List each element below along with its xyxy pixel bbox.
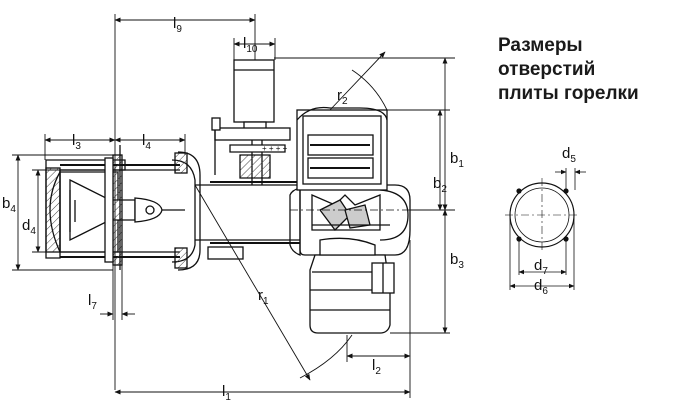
label-r2: r2 xyxy=(337,87,348,107)
label-d5: d5 xyxy=(562,145,576,165)
label-l4: l4 xyxy=(142,132,151,152)
label-l9: l9 xyxy=(173,15,182,35)
air-box xyxy=(296,106,388,191)
label-r1: r1 xyxy=(258,287,269,307)
label-d4: d4 xyxy=(22,217,36,237)
label-b3: b3 xyxy=(450,251,464,271)
label-l1: l1 xyxy=(222,383,231,401)
holes-dimensions-title: Размеры отверстий плиты горелки xyxy=(498,34,639,106)
label-b1: b1 xyxy=(450,150,464,170)
burner-plate-holes-detail xyxy=(505,168,586,290)
fan-motor xyxy=(309,237,395,334)
label-b2: b2 xyxy=(433,175,447,195)
label-l10: l10 xyxy=(243,35,258,55)
label-b4: b4 xyxy=(2,195,16,215)
air-damper-servo: + + + + xyxy=(211,59,291,185)
dimension-lines xyxy=(12,14,455,398)
title-line-3: плиты горелки xyxy=(498,83,639,104)
label-d6: d6 xyxy=(534,277,548,297)
burner-housing xyxy=(171,151,300,271)
label-l2: l2 xyxy=(372,357,381,377)
burner-body: + + + + xyxy=(45,59,420,334)
title-line-2: отверстий xyxy=(498,59,596,80)
nozzle-assembly xyxy=(69,178,185,242)
label-l3: l3 xyxy=(72,132,81,152)
svg-text:+ + + +: + + + + xyxy=(262,144,288,153)
dimension-labels: l9 l10 l3 l4 l7 l1 l2 r2 r1 b1 b2 b3 b4 … xyxy=(2,15,576,403)
label-l7: l7 xyxy=(88,292,97,312)
title-line-1: Размеры xyxy=(498,35,583,56)
mounting-flange xyxy=(104,145,123,270)
label-d7: d7 xyxy=(534,257,548,277)
fan-housing xyxy=(289,184,420,256)
